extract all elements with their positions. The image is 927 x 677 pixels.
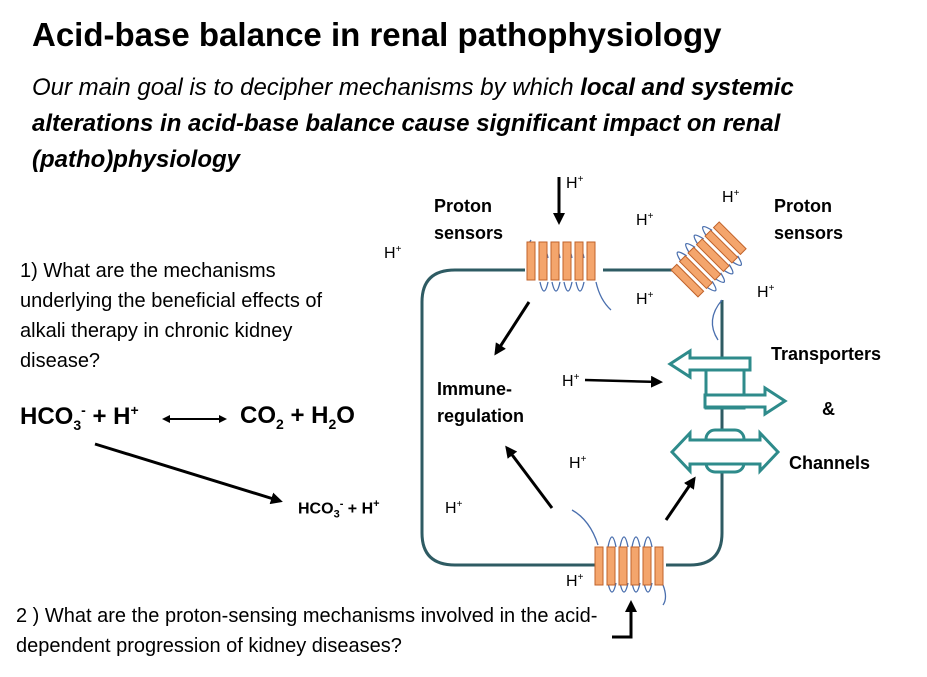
proton-sensors-right-label: Proton sensors [774,196,844,243]
subtitle: Our main goal is to decipher mechanisms … [32,70,912,178]
sensor-to-immune-arrow-lower [505,445,554,509]
proton-label: H+ [636,290,654,308]
proton-sensor-top [526,239,612,311]
proton-label: H+ [384,244,402,262]
proton-label: H+ [757,283,775,301]
question-1: 1) What are the mechanisms underlying th… [20,260,323,372]
transporter [667,348,788,417]
question-2: 2 ) What are the proton-sensing mechanis… [16,605,598,657]
proton-to-transporter-arrow [584,375,663,388]
proton-label: H+ [722,188,740,206]
proton-sensor-corner [670,221,747,298]
page-title: Acid-base balance in renal pathophysiolo… [32,16,722,53]
bicarbonate-proton-pair: HCO3- + H+ [298,498,380,521]
channel [669,428,781,475]
proton-label: H+ [566,174,584,192]
proton-sensors-left-label: Proton sensors [434,196,504,243]
dissociation-arrow [94,442,283,505]
subtitle-emphasis: local and systemic alterations in acid-b… [32,74,794,173]
immune-regulation-label: Immune-regulation [437,379,525,426]
ampersand-label: & [822,399,835,419]
channels-label: Channels [789,453,871,473]
transporters-label: Transporters [771,344,882,364]
subtitle-intro: Our main goal is to decipher mechanisms … [32,74,581,101]
bicarbonate-equation-right: CO2 + H2O [240,402,355,432]
cell-membrane [420,268,724,567]
proton-label: H+ [566,572,584,590]
sensor-to-immune-arrow [494,301,531,356]
bicarbonate-equation-left: HCO3- + H+ [20,402,139,433]
proton-sensor-bottom [571,509,667,606]
proton-label: H+ [562,372,580,390]
proton-label: H+ [445,499,463,517]
influx-arrow-bottom [612,600,637,639]
proton-label: H+ [569,454,587,472]
sensor-to-channel-arrow [664,476,696,521]
proton-label: H+ [636,211,654,229]
